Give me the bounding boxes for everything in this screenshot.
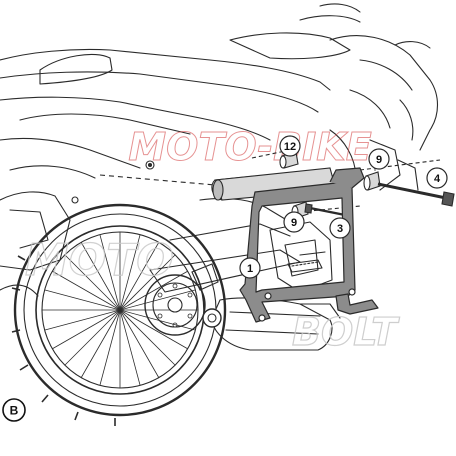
- bolt-4: [377, 182, 455, 207]
- callout-label-9-lower: 9: [291, 217, 297, 229]
- callout-9-right: 9: [368, 148, 390, 171]
- watermark-top: MOTO-BIKE: [128, 125, 371, 169]
- callout-label-1: 1: [247, 263, 253, 275]
- callout-label-12: 12: [284, 141, 296, 153]
- callout-1: 1: [239, 257, 261, 279]
- spacer-9-right: [363, 171, 381, 191]
- watermark-right: BOLT: [292, 310, 400, 354]
- watermark-group: MOTO-BIKE MOTO BOLT: [24, 125, 400, 355]
- engine-block: [269, 221, 333, 293]
- callout-label-4: 4: [434, 173, 441, 185]
- tail-cowl: [0, 48, 331, 91]
- step-label: B: [10, 404, 19, 418]
- callouts: 12 9 4 9 3 1: [239, 135, 448, 279]
- callout-3: 3: [329, 217, 351, 239]
- callout-12: 12: [279, 135, 301, 157]
- seat: [229, 32, 351, 60]
- callout-label-9-right: 9: [376, 154, 382, 166]
- brake-disc: [144, 274, 206, 336]
- callout-4: 4: [426, 167, 448, 189]
- callout-9-lower: 9: [283, 211, 305, 233]
- rear-rack: [39, 53, 113, 85]
- callout-label-3: 3: [337, 223, 343, 235]
- wheel-spokes: [42, 232, 198, 388]
- side-case-frame: [239, 167, 379, 323]
- step-marker: B: [2, 398, 26, 422]
- watermark-left: MOTO: [25, 235, 174, 286]
- rear-wheel: [11, 203, 227, 426]
- footpeg: [287, 259, 323, 273]
- axle-hub: [202, 308, 222, 328]
- front-fairing: [329, 35, 439, 151]
